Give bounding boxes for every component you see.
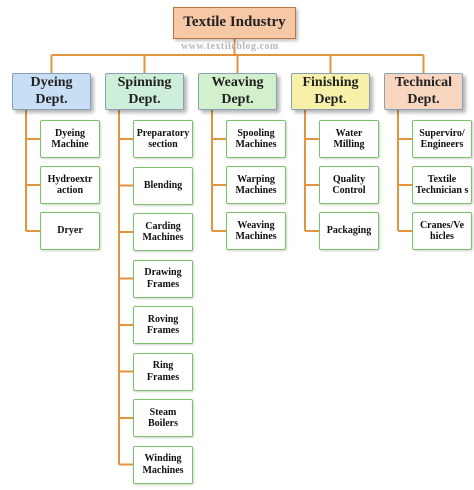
subdepartment-item: Quality Control: [319, 166, 379, 204]
subdepartment-item: Weaving Machines: [226, 212, 286, 250]
subdepartment-item: Dyeing Machine: [40, 120, 100, 158]
subdepartment-item: Superviro/ Engineers: [412, 120, 472, 158]
subdepartment-item: Textile Technician s: [412, 166, 472, 204]
subdepartment-item: Winding Machines: [133, 445, 193, 484]
subdepartment-item: Cranes/Ve hicles: [412, 212, 472, 250]
subdepartment-item: Dryer: [40, 212, 100, 250]
subdepartment-item: Packaging: [319, 212, 379, 250]
subdepartment-item: Steam Boilers: [133, 399, 193, 437]
department-node: Finishing Dept.: [291, 73, 370, 110]
department-node: Weaving Dept.: [198, 73, 277, 110]
root-node-textile-industry: Textile Industry: [173, 7, 296, 39]
subdepartment-item: Roving Frames: [133, 306, 193, 344]
subdepartment-item: Warping Machines: [226, 166, 286, 204]
subdepartment-item: Carding Machines: [133, 213, 193, 251]
department-node: Technical Dept.: [384, 73, 463, 110]
subdepartment-item: Spooling Machines: [226, 120, 286, 158]
subdepartment-item: Drawing Frames: [133, 259, 193, 298]
subdepartment-item: Ring Frames: [133, 352, 193, 391]
subdepartment-item: Preparatory section: [133, 120, 193, 158]
department-node: Dyeing Dept.: [12, 73, 91, 110]
subdepartment-item: Water Milling: [319, 120, 379, 158]
subdepartment-item: Hydroextr action: [40, 166, 100, 204]
subdepartment-item: Blending: [133, 166, 193, 205]
watermark-text: www.textileblog.com: [181, 41, 279, 52]
department-node: Spinning Dept.: [105, 73, 184, 110]
